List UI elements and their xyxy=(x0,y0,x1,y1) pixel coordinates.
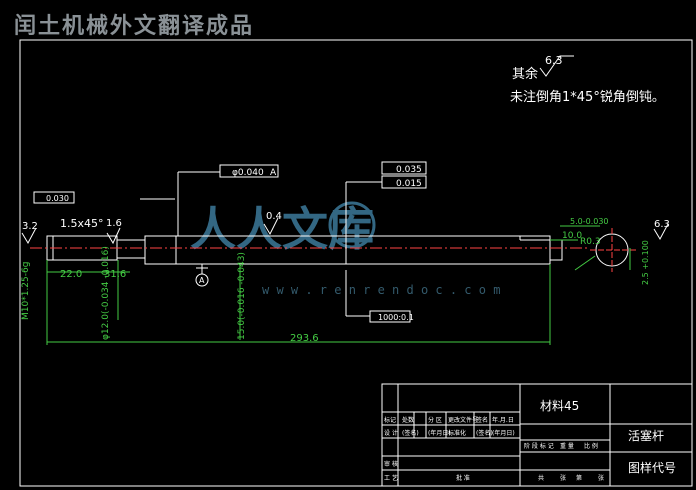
tb-sheets-0: 共 xyxy=(538,474,544,482)
tb-row1-1: 处数 xyxy=(402,416,414,424)
dim-groove: 5.0-0.030 xyxy=(570,217,609,226)
note-roughness-symbol: 6.3 xyxy=(539,54,574,77)
dim-dia12: φ12.0(-0.034 -0.016) xyxy=(101,246,111,340)
dim-total: 293.6 xyxy=(290,333,319,344)
dim-10: 10.0 xyxy=(562,231,582,241)
note-roughness-value: 6.3 xyxy=(545,54,563,67)
tb-row2-4: (签名) xyxy=(476,429,493,437)
drawing-code: 图样代号 xyxy=(628,460,676,475)
tb-sheets-2: 第 xyxy=(576,474,582,482)
concentricity-value: φ0.040 xyxy=(232,168,264,178)
tb-row2-0: 设 计 xyxy=(384,429,398,437)
dim-r03: R0.3 xyxy=(580,237,601,247)
note-rest-label: 其余 xyxy=(512,67,539,82)
page-title: 闰土机械外文翻译成品 xyxy=(14,14,255,39)
tb-stage-1: 重 量 xyxy=(560,442,574,450)
drawing-border xyxy=(19,39,693,487)
dim-dia15: 15.0(-0.016 -0.043) xyxy=(237,252,247,340)
roughness-32: 3.2 xyxy=(22,221,38,232)
watermark-text: 人人文库 xyxy=(190,202,374,256)
tb-row2-3: 标准化 xyxy=(448,429,466,437)
tb-stage-0: 阶 段 标 记 xyxy=(524,442,554,450)
note-chamfer: 未注倒角1*45°锐角倒钝。 xyxy=(510,90,665,105)
dim-depth: 2.5 +0.100 xyxy=(641,240,650,285)
runout-value-2: 0.015 xyxy=(396,179,422,189)
roughness-16: 1.6 xyxy=(106,218,122,229)
roughness-marks xyxy=(21,217,669,245)
chamfer-label: 1.5x45° xyxy=(60,217,104,230)
datum-a: A xyxy=(199,276,205,285)
tb-sheets-1: 张 xyxy=(560,474,566,482)
tb-sheets-3: 张 xyxy=(598,474,604,482)
roughness-63: 6.3 xyxy=(654,219,670,230)
dim-22: 22.0 xyxy=(60,269,82,280)
dimension-lines xyxy=(46,225,631,345)
dim-thread: M10*1.25-6g xyxy=(21,262,31,320)
tb-stage-2: 比 例 xyxy=(584,442,598,450)
roughness-04: 0.4 xyxy=(266,211,282,222)
tb-row1-4: 签名 xyxy=(476,416,488,424)
tb-row1-0: 标记 xyxy=(384,416,396,424)
tb-row2-2: (年月日) xyxy=(428,429,451,437)
concentricity-ref: A xyxy=(270,168,277,178)
section-view xyxy=(590,228,636,272)
tb-process: 工 艺 xyxy=(384,474,398,482)
straightness-value: 1000:0.1 xyxy=(378,313,414,322)
runout-value-1: 0.035 xyxy=(396,165,422,175)
tolerance-frames xyxy=(33,161,427,323)
watermark: 人人文库 w w w . r e n r e n d o c . c o m xyxy=(190,201,500,297)
flatness-value: 0.030 xyxy=(46,194,69,203)
tb-row2-5: (年月日) xyxy=(492,429,515,437)
tb-row1-5: 年.月.日 xyxy=(492,416,514,424)
tb-row1-2: 分 区 xyxy=(428,416,442,424)
tb-row2-1: (签名) xyxy=(402,429,419,437)
tb-approve: 批 准 xyxy=(456,474,470,482)
title-block xyxy=(381,383,693,487)
watermark-url: w w w . r e n r e n d o c . c o m xyxy=(262,283,500,297)
tb-review: 审 核 xyxy=(384,460,398,468)
tb-row1-3: 更改文件号 xyxy=(448,416,478,424)
dim-316: 31.6 xyxy=(104,269,126,280)
material-label: 材料45 xyxy=(540,399,579,413)
part-name: 活塞杆 xyxy=(628,428,664,443)
